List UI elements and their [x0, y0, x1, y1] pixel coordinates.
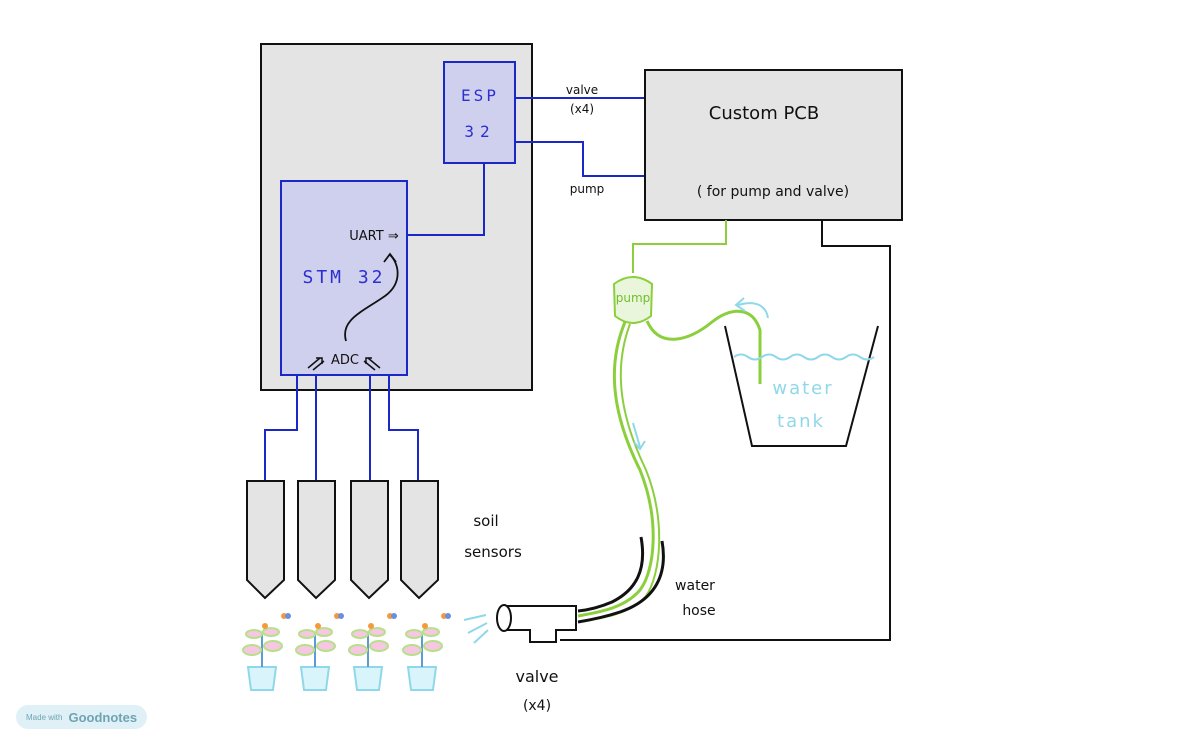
- water-hose-label-1: water: [675, 578, 715, 594]
- valve-count: (x4): [523, 698, 551, 714]
- sensor-wires: [264, 375, 419, 480]
- adc-input-arrow-left: [307, 357, 325, 371]
- flow-arrow: [632, 422, 641, 448]
- water-hose-label-2: hose: [682, 603, 715, 619]
- pcb-subtitle: ( for pump and valve): [697, 184, 849, 200]
- water-tank: [724, 325, 879, 447]
- water-tank-label-2: tank: [777, 411, 825, 432]
- pcb-to-pump-wire: [632, 220, 727, 273]
- plant-1: [242, 613, 291, 691]
- adc-input-arrow-right: [363, 357, 381, 371]
- adc-to-uart-arrow: [344, 254, 399, 342]
- valve-label: valve: [515, 667, 558, 686]
- water-surface: [733, 353, 875, 361]
- valve-wire-count: (x4): [570, 102, 594, 116]
- plant-4: [402, 613, 451, 691]
- flow-arrowhead: [633, 440, 646, 451]
- valve-spray: [463, 614, 489, 644]
- soil-sensors-label-1: soil: [473, 512, 498, 530]
- valve-wire-label: valve: [566, 83, 598, 97]
- stm32-chip: [280, 180, 408, 376]
- water-tank-label-1: water: [772, 378, 833, 399]
- delivery-hose: [577, 321, 655, 618]
- pcb-to-valve-wire: [560, 220, 891, 641]
- soil-sensors-label-2: sensors: [464, 543, 522, 561]
- goodnotes-brand: Goodnotes: [68, 709, 138, 725]
- suction-hose: [645, 309, 762, 384]
- made-with-text: Made with: [26, 712, 63, 722]
- water-hose-inner: [577, 536, 645, 613]
- tank-suction-arrow: [737, 302, 769, 319]
- soil-sensor-2: [297, 480, 336, 600]
- plant-3: [348, 613, 397, 691]
- custom-pcb: [644, 69, 903, 221]
- soil-sensors: [246, 480, 439, 600]
- water-hose-outer: [577, 540, 665, 624]
- uart-label: UART ⇒: [349, 229, 399, 244]
- valve: [496, 604, 577, 643]
- adc-to-uart-arrowhead: [383, 252, 397, 263]
- pcb-title: Custom PCB: [709, 103, 819, 124]
- stm32-label: STM 32: [302, 267, 385, 288]
- adc-label: ADC: [331, 353, 359, 368]
- soil-sensor-3: [350, 480, 389, 600]
- soil-sensor-1: [246, 480, 285, 600]
- pump-wire: [515, 141, 645, 177]
- tank-suction-arrowhead: [734, 297, 746, 312]
- esp32-label-line1: ESP: [461, 86, 499, 105]
- made-with-goodnotes-badge[interactable]: Made with Goodnotes: [16, 705, 148, 729]
- pump-wire-label: pump: [570, 182, 605, 196]
- uart-wire: [407, 163, 485, 236]
- pump: [612, 276, 654, 324]
- esp32-chip: [443, 61, 516, 164]
- plant-2: [295, 613, 344, 691]
- pump-label: pump: [616, 291, 651, 305]
- soil-sensor-4: [400, 480, 439, 600]
- esp32-label-line2: 32: [464, 122, 495, 141]
